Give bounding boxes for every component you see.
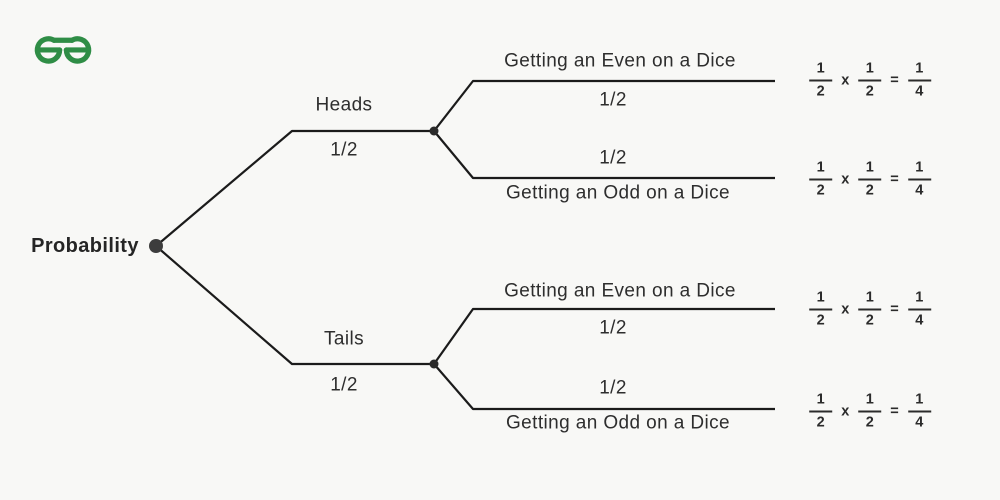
heads-label: Heads xyxy=(315,94,373,116)
branch-line-heads xyxy=(155,129,434,247)
outcome-probability-tails-odd: 1/2 xyxy=(599,377,627,399)
multiply-sign: x xyxy=(841,171,850,187)
heads-node-dot xyxy=(429,126,439,136)
equals-sign: = xyxy=(890,72,899,88)
root-node-dot xyxy=(149,239,163,253)
branch-line-heads-even xyxy=(433,79,775,132)
multiply-sign: x xyxy=(841,301,850,317)
equals-sign: = xyxy=(890,171,899,187)
multiply-sign: x xyxy=(841,72,850,88)
outcome-probability-heads-odd: 1/2 xyxy=(599,147,627,169)
branch-line-tails-even xyxy=(433,307,775,365)
root-label: Probability xyxy=(31,235,139,257)
equals-sign: = xyxy=(890,301,899,317)
outcome-label-tails-odd: Getting an Odd on a Dice xyxy=(505,412,731,434)
branch-line-heads-odd xyxy=(433,130,775,180)
outcome-probability-heads-even: 1/2 xyxy=(599,89,627,111)
outcome-probability-tails-even: 1/2 xyxy=(599,317,627,339)
geeksforgeeks-logo-icon xyxy=(34,36,92,64)
tails-label: Tails xyxy=(323,328,365,350)
multiply-sign: x xyxy=(841,403,850,419)
branch-line-tails-odd xyxy=(433,363,775,411)
equals-sign: = xyxy=(890,403,899,419)
tails-probability: 1/2 xyxy=(330,374,358,396)
outcome-label-tails-even: Getting an Even on a Dice xyxy=(504,280,736,302)
heads-probability: 1/2 xyxy=(330,139,358,161)
outcome-label-heads-even: Getting an Even on a Dice xyxy=(504,50,736,72)
tails-node-dot xyxy=(429,359,439,369)
branch-line-tails xyxy=(155,245,434,366)
outcome-label-heads-odd: Getting an Odd on a Dice xyxy=(505,182,731,204)
